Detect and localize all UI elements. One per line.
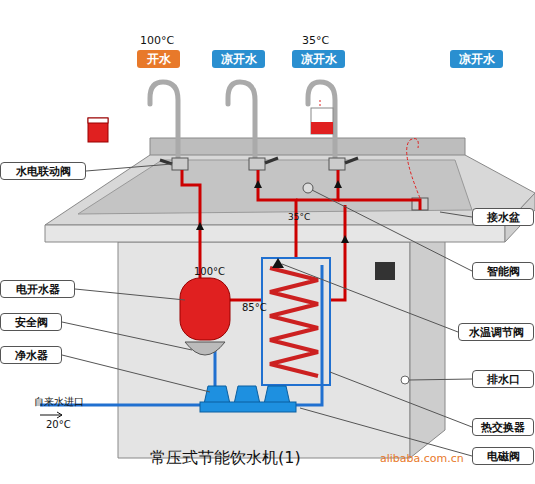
filters-part <box>264 386 290 404</box>
filters-part <box>200 402 296 412</box>
leader-lines-part <box>75 289 185 300</box>
cabinet-part <box>401 376 409 384</box>
cabinet-part <box>375 262 395 280</box>
boiler-part <box>180 278 230 340</box>
hot-pipes-part <box>228 299 262 302</box>
node-text: 水温调节阀 <box>469 325 524 340</box>
node-text: 开水 <box>147 51 171 68</box>
cups-part <box>311 108 333 134</box>
node-text: 接水盆 <box>487 210 520 225</box>
flow-arrows-part <box>272 258 284 268</box>
valves-part <box>329 158 345 170</box>
faucets-part <box>150 82 178 160</box>
outlet-tag: 凉开水 <box>292 50 345 68</box>
sink-part <box>45 155 535 225</box>
flow-arrows-part <box>40 412 62 418</box>
cabinet-part <box>118 242 410 458</box>
boiler-part <box>185 342 225 355</box>
heat-exchanger-part <box>262 258 330 385</box>
leader-lines-part <box>300 408 472 456</box>
flow-arrows <box>40 180 349 418</box>
cups-part <box>320 100 321 107</box>
faucets-part <box>228 82 255 160</box>
leader-lines-part <box>86 164 172 171</box>
callout-box: 电磁阀 <box>472 447 534 465</box>
temperature-label: 100°C <box>194 266 225 277</box>
outlet-tag: 开水 <box>137 50 180 68</box>
cups-part <box>311 122 333 134</box>
inlet-label: 自来水进口 <box>34 395 84 409</box>
heat-exchanger-part <box>270 268 318 376</box>
leader-lines-part <box>330 372 472 427</box>
valves-part <box>160 160 172 164</box>
node-text: 安全阀 <box>15 315 48 330</box>
leader-lines-part <box>409 379 472 380</box>
callout-box: 安全阀 <box>0 313 62 331</box>
node-text: 凉开水 <box>459 51 495 68</box>
boiler <box>180 278 230 355</box>
filters-part <box>234 386 260 404</box>
callout-box: 热交换器 <box>472 418 534 436</box>
cups <box>88 100 420 198</box>
leader-lines-part <box>62 355 210 392</box>
node-text: 凉开水 <box>221 51 257 68</box>
leader-lines-part <box>440 212 472 217</box>
valves-part <box>345 158 358 163</box>
valves-part <box>172 158 188 170</box>
sink-part <box>45 225 505 242</box>
cabinet <box>118 214 445 458</box>
leader-lines <box>62 164 472 456</box>
flow-arrows-part <box>254 180 262 188</box>
temperature-label: 20°C <box>46 419 71 430</box>
sink-part <box>303 183 313 193</box>
callout-box: 电开水器 <box>0 280 75 298</box>
cups-part <box>88 118 108 123</box>
cabinet-part <box>410 214 445 458</box>
sink <box>45 138 535 242</box>
node-text: 热交换器 <box>481 420 525 435</box>
leader-lines-part <box>282 264 458 332</box>
leader-lines-part <box>62 322 192 350</box>
heat-exchanger <box>262 258 330 385</box>
filters-part <box>204 386 230 404</box>
outlet-tag: 凉开水 <box>212 50 265 68</box>
flow-arrows-part <box>196 222 204 230</box>
node-text: 电磁阀 <box>487 449 520 464</box>
temperature-label: 35°C <box>302 34 329 47</box>
callout-box: 水温调节阀 <box>458 323 534 341</box>
watermark: alibaba.com.cn <box>380 452 464 465</box>
callout-box: 排水口 <box>472 370 534 388</box>
callout-box: 净水器 <box>0 346 62 364</box>
valves-part <box>249 158 265 170</box>
filters <box>200 386 296 412</box>
caption: 常压式节能饮水机(1) <box>150 448 301 469</box>
hot-pipes-part <box>296 170 338 200</box>
temperature-label: 35°C <box>288 212 310 222</box>
faucets-part <box>308 82 335 160</box>
flow-arrows-part <box>341 235 349 243</box>
outlet-tag: 凉开水 <box>450 50 503 68</box>
node-text: 水电联动阀 <box>16 164 71 179</box>
callout-box: 水电联动阀 <box>0 162 86 180</box>
valves-part <box>265 158 278 163</box>
node-text: 凉开水 <box>301 51 337 68</box>
temperature-label: 100°C <box>140 34 174 47</box>
temperature-label: 85°C <box>242 302 267 313</box>
hot-pipes-part <box>338 200 420 210</box>
flow-arrows-part <box>334 180 342 188</box>
cups-part <box>407 139 420 198</box>
callout-box: 智能阀 <box>472 262 534 280</box>
node-text: 净水器 <box>15 348 48 363</box>
node-text: 智能阀 <box>487 264 520 279</box>
cups-part <box>88 118 108 142</box>
hot-pipes-part <box>182 170 200 278</box>
sink-part <box>78 160 472 214</box>
faucets <box>150 82 335 160</box>
callout-box: 接水盆 <box>472 208 534 226</box>
node-text: 电开水器 <box>16 282 60 297</box>
node-text: 排水口 <box>487 372 520 387</box>
leader-lines-part <box>312 190 472 271</box>
